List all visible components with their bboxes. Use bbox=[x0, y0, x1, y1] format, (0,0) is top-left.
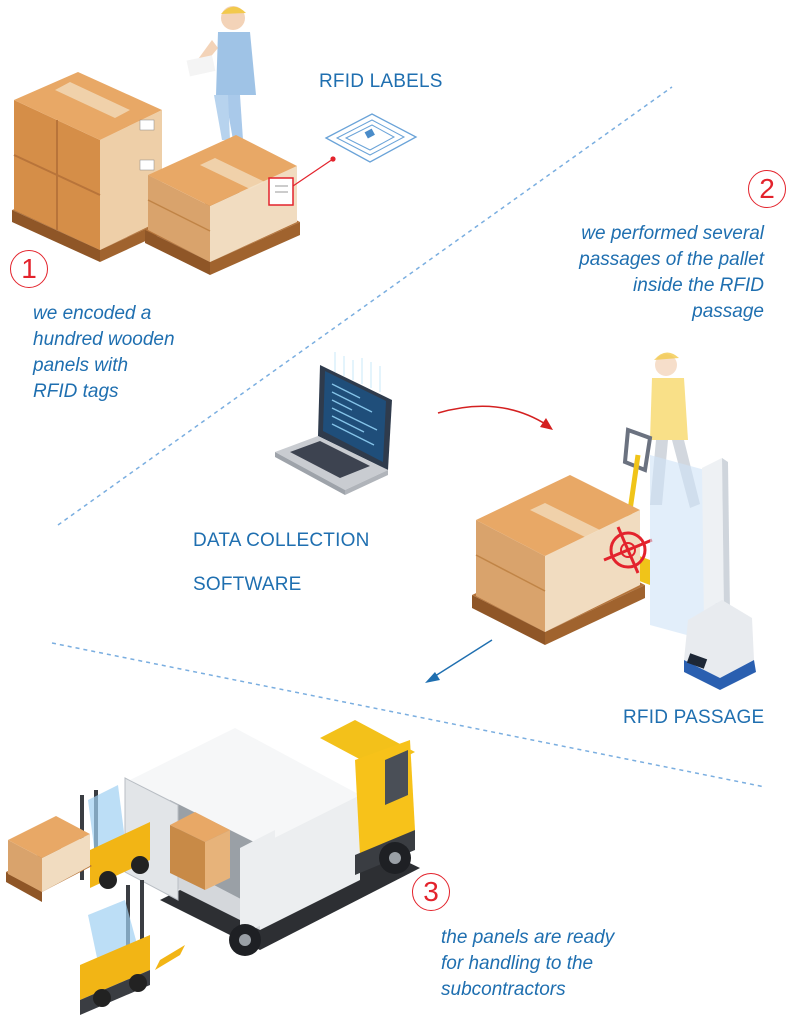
step-2-badge: 2 bbox=[748, 170, 786, 208]
divider-horizontal bbox=[51, 642, 766, 788]
divider-diagonal bbox=[57, 86, 673, 526]
label-rfid-labels: RFID LABELS bbox=[319, 71, 443, 92]
scan-target-icon bbox=[603, 526, 653, 574]
worker-figure bbox=[186, 6, 256, 140]
step-1-badge: 1 bbox=[10, 250, 48, 288]
truck-cargo-boxes bbox=[170, 812, 230, 890]
pallet-stack-scanned bbox=[472, 475, 645, 645]
arrow-to-passage bbox=[437, 405, 548, 426]
step-1-line-4: RFID tags bbox=[33, 381, 119, 402]
arrow-to-passage-head bbox=[540, 418, 553, 430]
step-1-description: we encoded a hundred wooden panels with … bbox=[33, 301, 175, 405]
rfid-passage-gate bbox=[650, 455, 756, 690]
step-2-line-3: inside the RFID bbox=[633, 275, 764, 296]
step-1-line-3: panels with bbox=[33, 355, 129, 376]
step-3-badge: 3 bbox=[412, 873, 450, 911]
step-3-line-3: subcontractors bbox=[441, 979, 566, 1000]
step-1-line-2: hundred wooden bbox=[33, 329, 175, 350]
step-3-description: the panels are ready for handling to the… bbox=[441, 925, 614, 1003]
step-2-line-4: passage bbox=[692, 301, 764, 322]
step-2-line-2: passages of the pallet bbox=[579, 249, 764, 270]
rfid-tag-icon bbox=[324, 113, 418, 163]
step-1-line-1: we encoded a bbox=[33, 303, 152, 324]
step-2-description: we performed several passages of the pal… bbox=[579, 221, 764, 325]
label-data-collection-line-1: DATA COLLECTION bbox=[193, 530, 370, 551]
pallet-stack-large bbox=[12, 72, 165, 262]
pallet-stack-tagged bbox=[145, 135, 336, 275]
pallet-stack-forklift bbox=[6, 816, 92, 902]
arrow-to-truck-head bbox=[425, 672, 440, 683]
step-2-line-1: we performed several bbox=[581, 223, 764, 244]
arrow-to-truck bbox=[431, 639, 493, 679]
label-data-collection-software: DATA COLLECTION SOFTWARE bbox=[193, 508, 370, 618]
forklift-bottom bbox=[80, 880, 185, 1015]
step-3-line-1: the panels are ready bbox=[441, 927, 615, 948]
truck bbox=[124, 720, 420, 956]
label-data-collection-line-2: SOFTWARE bbox=[193, 574, 302, 595]
label-rfid-passage: RFID PASSAGE bbox=[623, 707, 765, 728]
laptop-icon bbox=[275, 352, 392, 495]
step-3-line-2: for handling to the bbox=[441, 953, 594, 974]
